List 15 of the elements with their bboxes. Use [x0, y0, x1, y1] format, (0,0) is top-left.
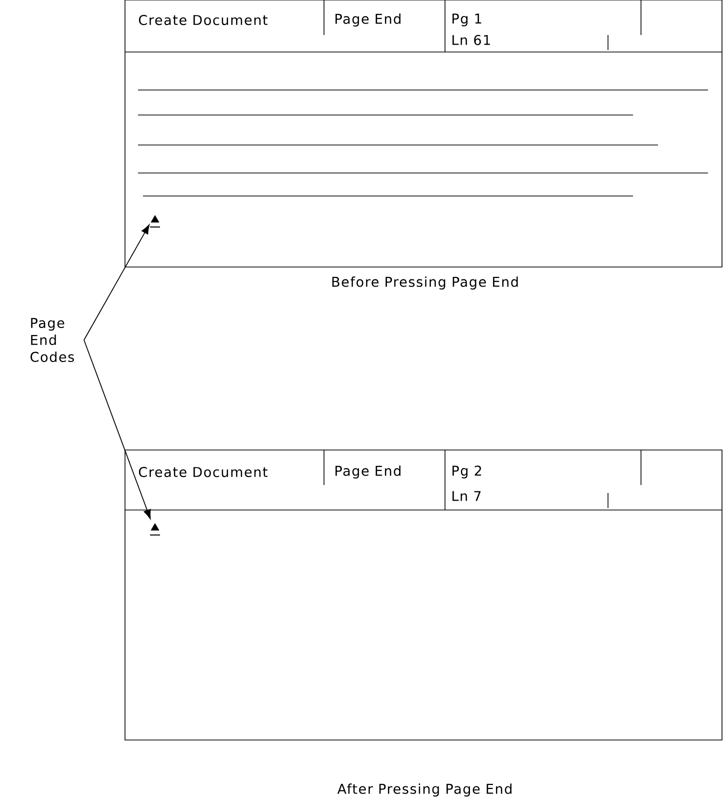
caption: Before Pressing Page End [332, 276, 518, 290]
page-indicator: Pg 1 [452, 14, 482, 26]
page-end-mark [150, 215, 160, 228]
line-indicator: Ln 61 [452, 34, 490, 46]
menu-title: Create Document [138, 14, 268, 26]
page-indicator: Pg 2 [452, 466, 482, 478]
line-indicator: Ln 7 [452, 491, 481, 501]
caption: After Pressing Page End [337, 783, 512, 797]
menu-title: Page End [336, 465, 400, 479]
menu-title: Create Document [138, 466, 268, 478]
arrow [84, 224, 150, 340]
arrow [84, 340, 151, 520]
menu-title: Page End [336, 13, 400, 27]
page-end-mark [150, 523, 160, 536]
callout-text: Page End Codes [30, 318, 74, 362]
